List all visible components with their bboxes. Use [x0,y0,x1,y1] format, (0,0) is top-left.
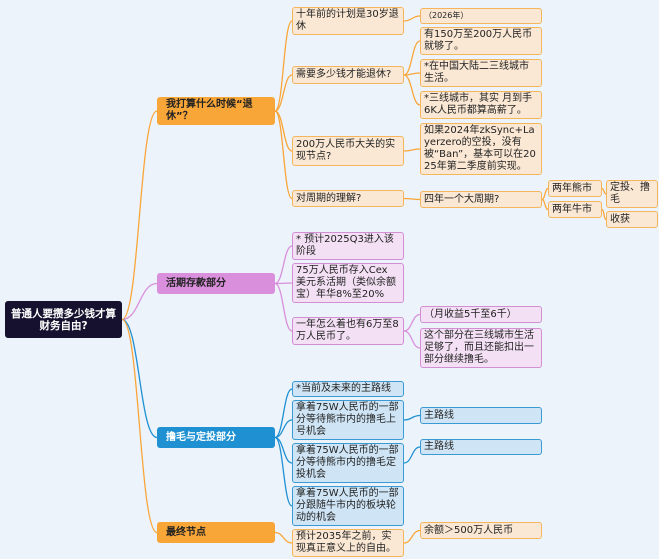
node-how-much-item[interactable]: *在中国大陆二三线城市生活。 [420,59,542,87]
node-plan[interactable]: 十年前的计划是30岁退休 [292,7,404,35]
connector-b4-f1 [274,531,293,544]
connector-r4c-r4e [601,208,607,221]
connector-r4b-r4d [601,187,607,195]
node-mainline-tag[interactable]: 主路线 [420,407,542,424]
node-how-much-item[interactable]: 有150万至200万人民币就够了。 [420,27,542,55]
connector-r1-r1a [403,15,421,22]
node-airdrop-item[interactable]: 拿着75W人民币的一部分等待熊市内的撸毛定投机会 [292,443,404,483]
connector-b2-p1 [274,245,293,285]
node-cycle-answer[interactable]: 四年一个大周期? [420,191,542,208]
node-bear-market[interactable]: 两年熊市 [548,180,602,197]
node-final-goal[interactable]: 预计2035年之前，实现真正意义上的自由。 [292,529,404,557]
node-airdrop-item[interactable]: 拿着75W人民币的一部分等待熊市内的撸毛上号机会 [292,400,404,440]
node-cycle[interactable]: 对周期的理解? [292,190,404,207]
node-plan-year[interactable]: （2026年） [420,8,542,24]
node-milestone-answer[interactable]: 如果2024年zkSync+Layerzero的空投，没有被“Ban”，基本可以… [420,123,542,175]
connector-root-b2 [121,282,158,321]
branch-savings[interactable]: 活期存款部分 [157,273,275,294]
connector-b2-p2 [274,282,293,285]
connector-r2-r2a [403,40,421,76]
connector-b1-r4 [274,110,293,200]
connector-r2-r2c [403,74,421,106]
connector-b1-r3 [274,110,293,152]
connector-c3-c3a [403,446,421,464]
connector-r4-r4a [403,197,421,201]
connector-b3-c4 [274,436,293,507]
node-bear-action[interactable]: 定投、撸毛 [606,180,658,208]
connector-r4a-r4c [541,198,549,211]
connector-p3-p3b [403,330,421,349]
root-topic[interactable]: 普通人要攒多少钱才算财务自由? [5,301,122,338]
connector-c2-c2a [403,414,421,421]
node-monthly[interactable]: （月收益5千至6千） [420,306,542,323]
connector-b3-c1 [274,388,293,439]
connector-b1-r2 [274,74,293,112]
node-yearly[interactable]: 一年怎么着也有6万至8万人民币了。 [292,317,404,345]
connector-b1-r1 [274,20,293,112]
node-balance[interactable]: 余额＞500万人民币 [420,522,542,539]
node-how-much-item[interactable]: *三线城市，其实 月到手6K人民币都算高薪了。 [420,91,542,119]
connector-f1-f1a [403,529,421,544]
connector-b3-c2 [274,419,293,439]
connector-p3-p3a [403,313,421,332]
connector-root-b3 [121,318,158,439]
node-airdrop-item[interactable]: 拿着75W人民币的一部分跟随牛市内的板块轮动的机会 [292,486,404,526]
connector-root-b4 [121,318,158,534]
connector-root-b1 [121,110,158,321]
node-bull-action[interactable]: 收获 [606,211,658,228]
node-bull-market[interactable]: 两年牛市 [548,201,602,218]
connector-b2-p3 [274,282,293,332]
node-mainline-tag[interactable]: 主路线 [420,439,542,455]
node-enough[interactable]: 这个部分在三线城市生活足够了，而且还能扣出一部分继续撸毛。 [420,328,542,368]
node-mainline[interactable]: *当前及未来的主路线 [292,381,404,397]
node-stage[interactable]: * 预计2025Q3进入该阶段 [292,232,404,260]
branch-final[interactable]: 最终节点 [157,522,275,543]
node-milestone[interactable]: 200万人民币大关的实现节点? [292,136,404,166]
connector-r3-r3a [403,148,421,152]
node-deposit[interactable]: 75万人民币存入Cex 美元系活期（类似余额宝）年华8%至20% [292,263,404,303]
branch-retire[interactable]: 我打算什么时候“退休”？ [157,97,275,125]
branch-airdrop[interactable]: 撸毛与定投部分 [157,427,275,448]
node-how-much[interactable]: 需要多少钱才能退休? [292,66,404,84]
